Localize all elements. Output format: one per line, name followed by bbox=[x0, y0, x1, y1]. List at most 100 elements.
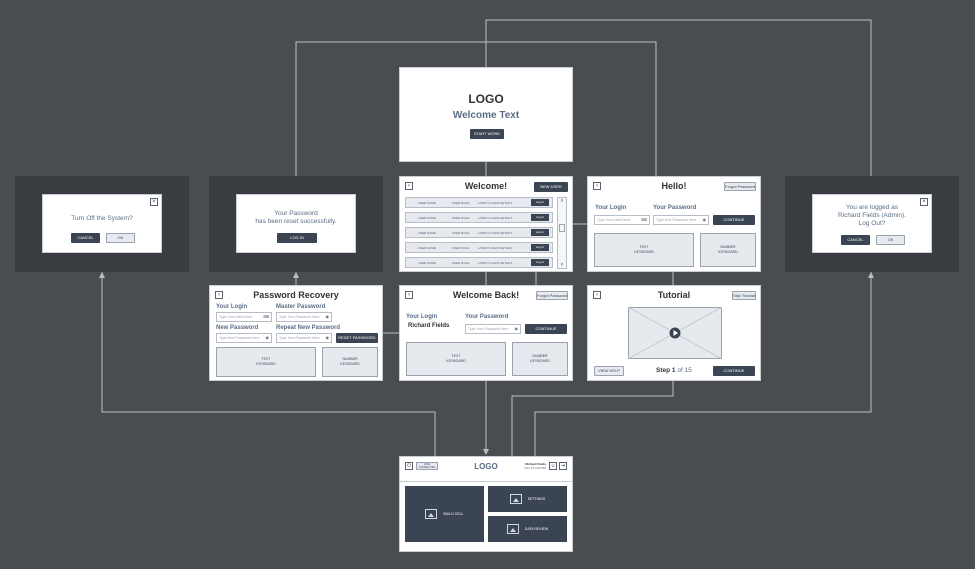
logout-overlay: × You are logged as Richard Fields (Admi… bbox=[785, 176, 959, 272]
number-keyboard-button[interactable]: NUMBER KEYBOARD bbox=[700, 233, 756, 267]
eye-icon: ◉ bbox=[702, 217, 707, 222]
video-placeholder[interactable] bbox=[628, 307, 722, 359]
list-scrollbar[interactable]: ˄ ˅ bbox=[557, 197, 567, 269]
power-icon[interactable]: ⏻ bbox=[405, 462, 413, 470]
master-password-input[interactable]: Type Your Password Here◉ bbox=[276, 312, 332, 322]
log-in-button[interactable]: Log In bbox=[531, 229, 549, 236]
view-help-button[interactable]: VIEW HELP bbox=[594, 366, 624, 376]
back-arrow-icon[interactable]: ‹ bbox=[405, 182, 413, 190]
image-icon bbox=[506, 524, 519, 534]
step-indicator: Step 1 of 15 bbox=[656, 367, 692, 374]
login-details: LATEST LOGIN DETAILS bbox=[478, 216, 513, 220]
back-arrow-icon[interactable]: ‹ bbox=[405, 291, 413, 299]
date-time: Nov 15 3:00 PM bbox=[524, 466, 546, 470]
skip-tutorial-button[interactable]: Skip Tutorial bbox=[732, 291, 756, 300]
table-row[interactable]: USER NAME USER ROLE LATEST LOGIN DETAILS Lo… bbox=[405, 242, 553, 253]
continue-button[interactable]: CONTINUE bbox=[713, 215, 755, 225]
start-work-button[interactable]: START WORK bbox=[470, 129, 504, 139]
logout-icon[interactable]: ⇥ bbox=[559, 462, 567, 470]
new-user-button[interactable]: NEW USER bbox=[534, 182, 568, 192]
password-input[interactable]: Type Your Password Here◉ bbox=[465, 324, 521, 334]
repeat-password-label: Repeat New Password bbox=[276, 325, 341, 331]
login-label: Your Login bbox=[216, 304, 248, 310]
password-input[interactable]: Type Your Password Here◉ bbox=[653, 215, 709, 225]
number-keyboard-button[interactable]: NUMBER KEYBOARD bbox=[512, 342, 568, 376]
password-label: Your Password bbox=[653, 205, 697, 211]
cancel-button[interactable]: CANCEL bbox=[841, 235, 870, 245]
text-keyboard-button[interactable]: TEXT KEYBOARD bbox=[594, 233, 694, 267]
forgot-password-button[interactable]: Forgot Password bbox=[536, 291, 568, 300]
welcome-title: Welcome! bbox=[464, 181, 508, 191]
back-arrow-icon[interactable]: ‹ bbox=[593, 182, 601, 190]
user-role: USER ROLE bbox=[452, 201, 470, 205]
connection-status: LINE CONNECTED bbox=[416, 462, 438, 470]
password-recovery-screen: ‹ Password Recovery Your Login Master Pa… bbox=[209, 285, 383, 381]
login-details: LATEST LOGIN DETAILS bbox=[478, 246, 513, 250]
close-icon[interactable]: × bbox=[150, 198, 158, 206]
close-icon[interactable]: × bbox=[920, 198, 928, 206]
data-review-tile[interactable]: DATA REVIEW bbox=[488, 516, 567, 542]
keyboard-icon: ⌨ bbox=[263, 314, 269, 319]
build-cell-tile[interactable]: BUILD CELL bbox=[405, 486, 484, 542]
scroll-handle[interactable] bbox=[559, 224, 565, 232]
continue-button[interactable]: CONTINUE bbox=[525, 324, 567, 334]
log-in-button[interactable]: Log In bbox=[531, 199, 549, 206]
eye-icon: ◉ bbox=[325, 335, 330, 340]
new-password-input[interactable]: Type New Password Here◉ bbox=[216, 333, 272, 343]
password-label: Your Password bbox=[465, 314, 509, 320]
recovery-title: Password Recovery bbox=[253, 290, 339, 300]
master-password-label: Master Password bbox=[276, 304, 326, 310]
user-role: USER ROLE bbox=[452, 231, 470, 235]
back-arrow-icon[interactable]: ‹ bbox=[593, 291, 601, 299]
keyboard-icon: ⌨ bbox=[641, 217, 647, 222]
logout-dialog: × You are logged as Richard Fields (Admi… bbox=[812, 194, 932, 253]
log-in-button[interactable]: Log In bbox=[531, 214, 549, 221]
reset-success-message: Your Password has been reset successfull… bbox=[255, 210, 337, 225]
continue-button[interactable]: CONTINUE bbox=[713, 366, 755, 376]
login-label: Your Login bbox=[595, 205, 627, 211]
login-details: LATEST LOGIN DETAILS bbox=[478, 201, 513, 205]
text-keyboard-button[interactable]: TEXT KEYBOARD bbox=[216, 347, 316, 377]
ok-button[interactable]: OK bbox=[106, 233, 135, 243]
log-in-button[interactable]: Log In bbox=[531, 244, 549, 251]
dashboard-screen: ⏻ LINE CONNECTED LOGO Richard Fields Nov… bbox=[399, 456, 573, 552]
new-password-label: New Password bbox=[216, 325, 259, 331]
forgot-password-button[interactable]: Forgot Password bbox=[724, 182, 756, 191]
login-details: LATEST LOGIN DETAILS bbox=[478, 261, 513, 265]
table-row[interactable]: USER NAME USER ROLE LATEST LOGIN DETAILS Lo… bbox=[405, 212, 553, 223]
number-keyboard-button[interactable]: NUMBER KEYBOARD bbox=[322, 347, 378, 377]
user-role: USER ROLE bbox=[452, 216, 470, 220]
user-name: USER NAME bbox=[418, 246, 436, 250]
image-icon bbox=[509, 494, 522, 504]
scroll-up-icon[interactable]: ˄ bbox=[560, 198, 564, 204]
user-icon[interactable]: ☺ bbox=[549, 462, 557, 470]
eye-icon: ◉ bbox=[514, 326, 519, 331]
reset-password-button[interactable]: RESET PASSWORD bbox=[336, 333, 378, 343]
repeat-password-input[interactable]: Type Your Password Here◉ bbox=[276, 333, 332, 343]
settings-tile[interactable]: SETTINGS bbox=[488, 486, 567, 512]
login-input[interactable]: Type Your Initial Here⌨ bbox=[594, 215, 650, 225]
login-input[interactable]: Type Your Initial Here⌨ bbox=[216, 312, 272, 322]
user-role: USER ROLE bbox=[452, 261, 470, 265]
login-value: Richard Fields bbox=[408, 323, 450, 329]
turn-off-overlay: × Turn Off the System? CANCEL OK bbox=[15, 176, 189, 272]
tutorial-title: Tutorial bbox=[657, 290, 691, 300]
login-details: LATEST LOGIN DETAILS bbox=[478, 231, 513, 235]
user-role: USER ROLE bbox=[452, 246, 470, 250]
ok-button[interactable]: OK bbox=[876, 235, 905, 245]
user-name: USER NAME bbox=[418, 216, 436, 220]
user-info: Richard Fields Nov 15 3:00 PM bbox=[524, 462, 546, 470]
log-in-button[interactable]: LOG IN bbox=[277, 233, 317, 243]
log-in-button[interactable]: Log In bbox=[531, 259, 549, 266]
welcome-text: Welcome Text bbox=[452, 110, 520, 121]
image-icon bbox=[425, 509, 438, 519]
cancel-button[interactable]: CANCEL bbox=[71, 233, 100, 243]
reset-success-overlay: Your Password has been reset successfull… bbox=[209, 176, 383, 272]
welcome-back-title: Welcome Back! bbox=[452, 290, 520, 300]
scroll-down-icon[interactable]: ˅ bbox=[560, 262, 564, 268]
back-arrow-icon[interactable]: ‹ bbox=[215, 291, 223, 299]
text-keyboard-button[interactable]: TEXT KEYBOARD bbox=[406, 342, 506, 376]
